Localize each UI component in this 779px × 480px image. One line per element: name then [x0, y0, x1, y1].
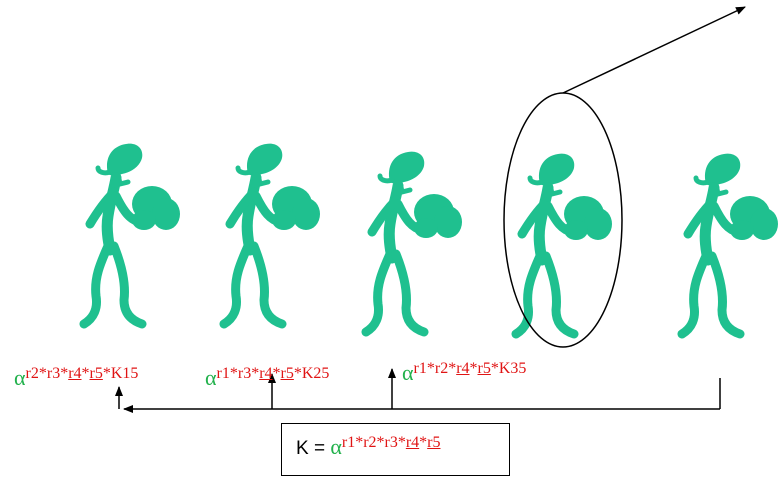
- exponent-term: r5: [89, 365, 103, 382]
- person-figure-3: [366, 152, 462, 332]
- label-person-2: αr1*r3*r4*r5*K25: [205, 365, 329, 391]
- exponent-term: r4: [405, 434, 420, 451]
- exponent: r1*r2*r4*r5*K35: [414, 360, 527, 377]
- label-person-1: αr2*r3*r4*r5*K15: [14, 365, 138, 391]
- pointer-arrow: [562, 6, 746, 94]
- exponent-term: *K15: [102, 365, 139, 382]
- exponent-term: *: [419, 434, 428, 451]
- exponent-term: r5: [280, 365, 294, 382]
- exponent-term: r4: [456, 360, 470, 377]
- key-prefix: K =: [296, 438, 331, 459]
- exponent-term: r1*r2*r3*: [341, 434, 406, 451]
- exponent-term: r5: [427, 434, 441, 451]
- alpha-symbol: α: [402, 360, 414, 385]
- exponent-term: r4: [259, 365, 273, 382]
- exponent-term: r4: [68, 365, 82, 382]
- exponent-term: *K25: [293, 365, 330, 382]
- exponent: r1*r3*r4*r5*K25: [217, 365, 330, 382]
- key-formula: K = αr1*r2*r3*r4*r5: [296, 434, 441, 460]
- person-figure-2: [224, 144, 320, 324]
- exponent-term: *: [469, 360, 478, 377]
- exponent-term: r5: [477, 360, 491, 377]
- exponent: r1*r2*r3*r4*r5: [342, 434, 441, 451]
- exponent-term: r1*r3*: [216, 365, 260, 382]
- person-figure-5: [682, 154, 778, 334]
- exponent-term: r1*r2*: [413, 360, 457, 377]
- person-figure-4: [516, 154, 612, 334]
- exponent-term: r2*r3*: [25, 365, 69, 382]
- person-figure-1: [84, 144, 180, 324]
- key-box: K = αr1*r2*r3*r4*r5: [281, 423, 510, 476]
- alpha-symbol: α: [14, 365, 26, 390]
- alpha-symbol: α: [205, 365, 217, 390]
- label-person-3: αr1*r2*r4*r5*K35: [402, 360, 526, 386]
- alpha-symbol: α: [330, 434, 342, 459]
- exponent-term: *: [272, 365, 281, 382]
- exponent-term: *: [81, 365, 90, 382]
- exponent-term: *K35: [490, 360, 527, 377]
- exponent: r2*r3*r4*r5*K15: [26, 365, 139, 382]
